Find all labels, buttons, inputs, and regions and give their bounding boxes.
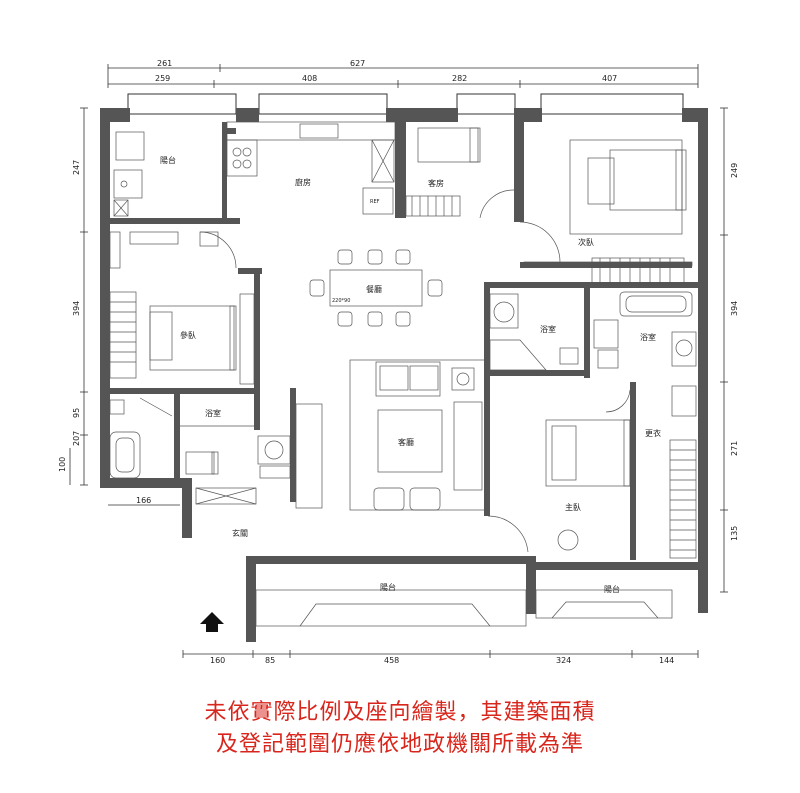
dim-bottom-324: 324: [556, 656, 571, 665]
dim-right-394: 394: [730, 301, 739, 316]
dim-left-95: 95: [72, 408, 81, 418]
dim-top-407: 407: [602, 74, 617, 83]
room-label-third-bedroom: 參臥: [180, 330, 196, 340]
dim-left-100: 100: [58, 457, 67, 472]
room-label-living: 客廳: [398, 437, 414, 447]
dim-bottom-85: 85: [265, 656, 275, 665]
dim-left-394: 394: [72, 301, 81, 316]
dim-bottom-160: 160: [210, 656, 225, 665]
small-bath-fixtures: [180, 425, 291, 479]
center-bath-fixtures: [489, 293, 579, 371]
disclaimer-line-1: 未依實際比例及座向繪製，其建築面積: [204, 700, 596, 725]
dim-top-408: 408: [302, 74, 317, 83]
kitchen-fixtures: [226, 121, 396, 215]
disclaimer: 未依實際比例及座向繪製，其建築面積 及登記範圍仍應依地政機關所載為準: [0, 697, 800, 761]
entrance-fixtures: [195, 403, 323, 509]
fridge-label: REF: [370, 199, 380, 205]
left-dimension-lines: [69, 107, 88, 486]
dim-bottom-458: 458: [384, 656, 399, 665]
room-label-balcony-nw: 陽台: [160, 155, 176, 165]
dim-bottom-144: 144: [659, 656, 674, 665]
third-bedroom-fixtures: [109, 231, 255, 385]
disclaimer-line-2: 及登記範圍仍應依地政機關所載為準: [215, 732, 584, 757]
bottom-dimension-lines: [182, 650, 699, 658]
room-label-bath-left: 浴室: [205, 408, 221, 418]
room-label-guest-room: 客房: [428, 178, 444, 188]
second-bedroom-fixtures: [519, 139, 693, 285]
dressing-room-fixtures: [669, 385, 697, 559]
living-fixtures: [349, 359, 487, 511]
room-label-balcony-se: 陽台: [604, 584, 620, 594]
dining-fixtures: [309, 249, 443, 327]
walls: [100, 108, 708, 642]
right-dimension-lines: [720, 107, 728, 593]
left-bath-fixtures: [109, 397, 173, 479]
right-bath-fixtures: [593, 291, 697, 369]
dim-left-247: 247: [72, 160, 81, 175]
room-label-dressing: 更衣: [645, 428, 661, 438]
room-label-bath-center: 浴室: [540, 324, 556, 334]
dim-left-207: 207: [72, 431, 81, 446]
guest-room-fixtures: [405, 127, 515, 219]
room-label-dining: 餐廳: [366, 284, 382, 294]
dim-top-627: 627: [350, 59, 365, 68]
room-label-kitchen: 廚房: [295, 177, 311, 187]
dim-interior-166: 166: [136, 496, 151, 505]
south-balconies: [255, 589, 673, 627]
dim-top-259: 259: [155, 74, 170, 83]
dim-right-249: 249: [730, 163, 739, 178]
balcony-nw-fixtures: [113, 131, 145, 217]
room-label-bath-right: 浴室: [640, 332, 656, 342]
dim-right-135: 135: [730, 526, 739, 541]
room-label-master-bedroom: 主臥: [565, 502, 581, 512]
dim-top-261: 261: [157, 59, 172, 68]
dim-top-282: 282: [452, 74, 467, 83]
top-dimension-lines: [107, 64, 699, 88]
room-label-balcony-s: 陽台: [380, 582, 396, 592]
dim-right-271: 271: [730, 441, 739, 456]
master-bedroom-fixtures: [487, 389, 631, 553]
room-label-second-bedroom: 次臥: [578, 237, 594, 247]
table-size-label: 220*90: [332, 298, 350, 304]
top-windows: [127, 93, 684, 115]
room-label-entrance: 玄關: [232, 528, 248, 538]
entrance-arrow-icon: [200, 612, 224, 632]
